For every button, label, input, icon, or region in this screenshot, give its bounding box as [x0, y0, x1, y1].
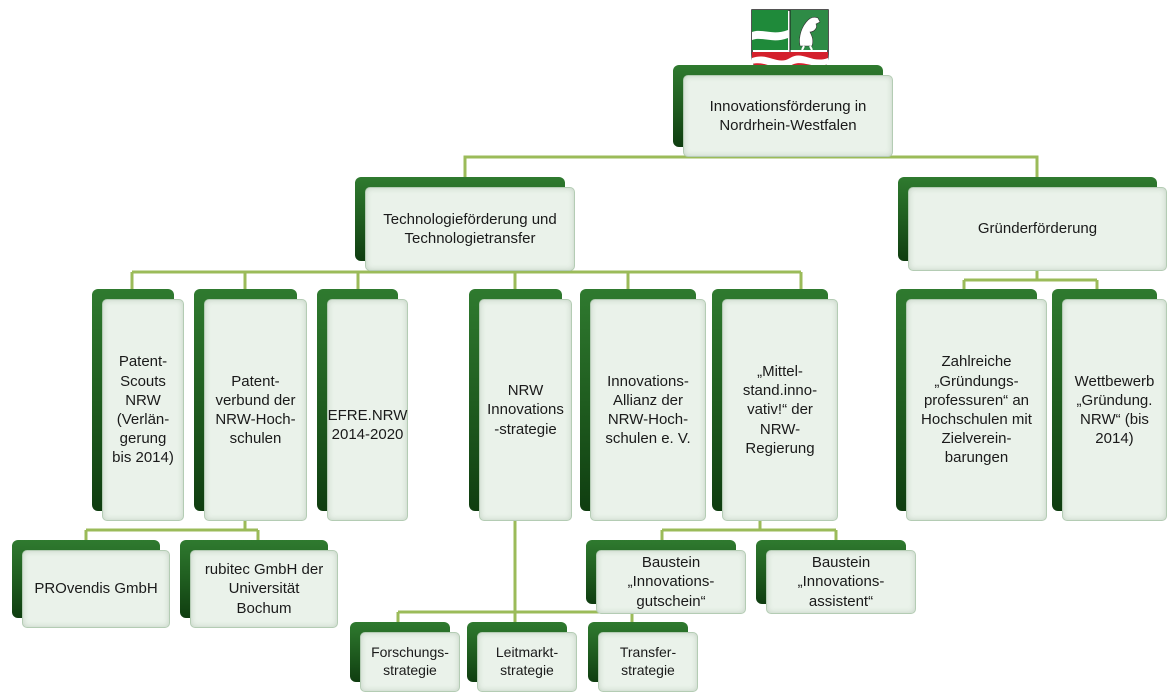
node-innovations-allianz: Innovations- Allianz der NRW-Hoch- schul…: [580, 289, 706, 521]
node-label: Baustein „Innovations- gutschein“: [627, 554, 715, 610]
node-rubitec: rubitec GmbH der Universität Bochum: [180, 540, 338, 628]
node-label: rubitec GmbH der Universität Bochum: [204, 561, 324, 617]
node-gruenderfoerderung: Gründerförderung: [898, 177, 1167, 271]
node-technologiefoerderung: Technologieförderung und Technologietran…: [355, 177, 575, 271]
node-label: NRW Innovations -strategie: [487, 382, 564, 438]
node-face: Innovationsförderung in Nordrhein-Westfa…: [683, 75, 893, 157]
node-label: „Mittel- stand.inno- vativ!“ der NRW- Re…: [742, 363, 818, 457]
node-patent-scouts: Patent- Scouts NRW (Verlän- gerung bis 2…: [92, 289, 184, 521]
node-face: Baustein „Innovations- assistent“: [766, 550, 916, 614]
node-label: Leitmarkt- strategie: [495, 644, 559, 678]
node-leitmarktstrategie: Leitmarkt- strategie: [467, 622, 577, 692]
node-transferstrategie: Transfer- strategie: [588, 622, 698, 692]
node-label: Innovations- Allianz der NRW-Hoch- schul…: [605, 372, 691, 448]
node-label: Gründerförderung: [977, 220, 1098, 238]
node-efre: EFRE.NRW 2014-2020: [317, 289, 408, 521]
node-label: Wettbewerb „Gründung. NRW“ (bis 2014): [1074, 372, 1155, 448]
node-face: Forschungs- strategie: [360, 632, 460, 692]
node-face: rubitec GmbH der Universität Bochum: [190, 550, 338, 628]
node-label: Forschungs- strategie: [371, 644, 449, 678]
node-provendis: PROvendis GmbH: [12, 540, 170, 628]
node-innovationsgutschein: Baustein „Innovations- gutschein“: [586, 540, 746, 614]
node-face: Patent- verbund der NRW-Hoch- schulen: [204, 299, 307, 521]
node-face: PROvendis GmbH: [22, 550, 170, 628]
node-face: „Mittel- stand.inno- vativ!“ der NRW- Re…: [722, 299, 838, 521]
node-wettbewerb-gruendung: Wettbewerb „Gründung. NRW“ (bis 2014): [1052, 289, 1167, 521]
node-label: Baustein „Innovations- assistent“: [797, 554, 885, 610]
node-face: Leitmarkt- strategie: [477, 632, 577, 692]
node-innovationsfoerderung: Innovationsförderung in Nordrhein-Westfa…: [673, 65, 893, 157]
node-nrw-innovationsstrategie: NRW Innovations -strategie: [469, 289, 572, 521]
node-face: Baustein „Innovations- gutschein“: [596, 550, 746, 614]
node-label: PROvendis GmbH: [34, 580, 158, 598]
node-label: Zahlreiche „Gründungs- professuren“ an H…: [921, 353, 1032, 467]
node-forschungsstrategie: Forschungs- strategie: [350, 622, 460, 692]
node-label: Innovationsförderung in Nordrhein-Westfa…: [709, 97, 867, 134]
node-gruendungsprofessuren: Zahlreiche „Gründungs- professuren“ an H…: [896, 289, 1047, 521]
node-face: Wettbewerb „Gründung. NRW“ (bis 2014): [1062, 299, 1167, 521]
node-patentverbund: Patent- verbund der NRW-Hoch- schulen: [194, 289, 307, 521]
node-innovationsassistent: Baustein „Innovations- assistent“: [756, 540, 916, 614]
node-label: Patent- verbund der NRW-Hoch- schulen: [215, 372, 296, 448]
node-face: EFRE.NRW 2014-2020: [327, 299, 408, 521]
node-label: EFRE.NRW 2014-2020: [327, 407, 408, 444]
node-face: Technologieförderung und Technologietran…: [365, 187, 575, 271]
node-face: NRW Innovations -strategie: [479, 299, 572, 521]
node-face: Transfer- strategie: [598, 632, 698, 692]
node-face: Zahlreiche „Gründungs- professuren“ an H…: [906, 299, 1047, 521]
node-face: Innovations- Allianz der NRW-Hoch- schul…: [590, 299, 706, 521]
node-label: Patent- Scouts NRW (Verlän- gerung bis 2…: [112, 353, 174, 467]
node-mittelstand-innovativ: „Mittel- stand.inno- vativ!“ der NRW- Re…: [712, 289, 838, 521]
node-label: Transfer- strategie: [619, 644, 677, 678]
node-face: Gründerförderung: [908, 187, 1167, 271]
node-face: Patent- Scouts NRW (Verlän- gerung bis 2…: [102, 299, 184, 521]
node-label: Technologieförderung und Technologietran…: [383, 210, 557, 247]
